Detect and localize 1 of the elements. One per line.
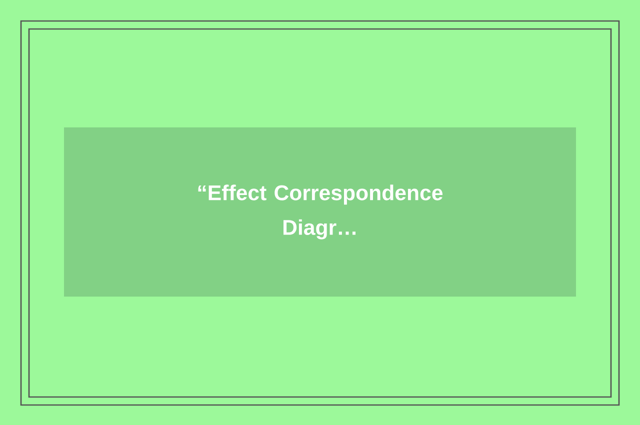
title-box: “Effect Correspondence Diagr… [64, 127, 576, 297]
